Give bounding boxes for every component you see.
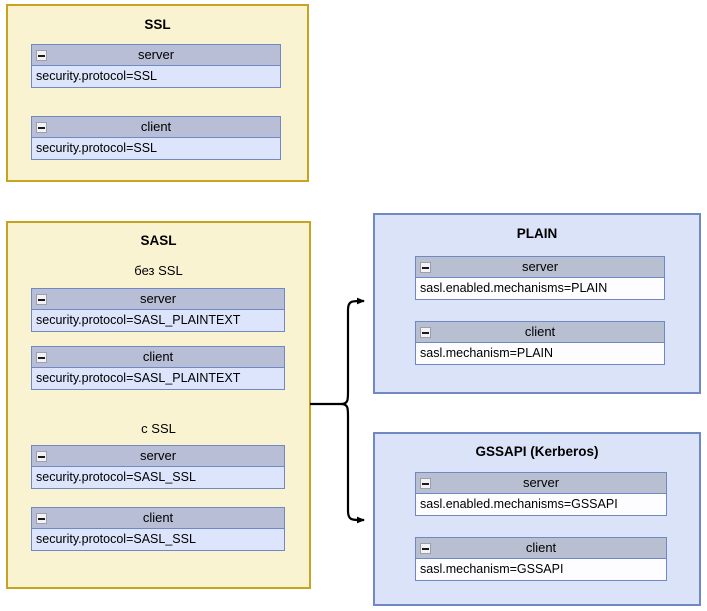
panel-ssl-server-body: security.protocol=SSL [31,66,281,88]
panel-sasl-ssl-server-header-label: server [139,448,177,463]
panel-ssl-server[interactable]: server security.protocol=SSL [31,44,281,88]
panel-plain-client-body: sasl.mechanism=PLAIN [415,343,665,365]
panel-sasl-ssl-server[interactable]: server security.protocol=SASL_SSL [31,445,285,489]
panel-gssapi-server[interactable]: server sasl.enabled.mechanisms=GSSAPI [415,472,667,516]
panel-gssapi-client-header[interactable]: client [415,537,667,559]
panel-ssl-server-header[interactable]: server [31,44,281,66]
panel-plain-client[interactable]: client sasl.mechanism=PLAIN [415,321,665,365]
collapse-minus-icon[interactable] [36,294,47,305]
panel-plain-client-header-label: client [524,324,556,339]
panel-plain-server-header[interactable]: server [415,256,665,278]
panel-ssl-server-header-label: server [137,47,175,62]
collapse-minus-icon[interactable] [36,352,47,363]
panel-ssl-client-header[interactable]: client [31,116,281,138]
collapse-minus-icon[interactable] [36,513,47,524]
connector-sasl-to-gssapi [340,402,365,524]
group-sasl-subtitle-with-ssl: с SSL [141,421,176,436]
group-sasl-title: SASL [140,233,177,248]
panel-ssl-client-header-label: client [140,119,172,134]
panel-plain-server-body: sasl.enabled.mechanisms=PLAIN [415,278,665,300]
panel-sasl-nossl-client-header[interactable]: client [31,346,285,368]
group-plain: PLAIN server sasl.enabled.mechanisms=PLA… [373,213,701,394]
panel-sasl-nossl-client-header-label: client [142,349,174,364]
panel-gssapi-client-header-label: client [525,540,557,555]
collapse-minus-icon[interactable] [36,50,47,61]
panel-gssapi-server-header[interactable]: server [415,472,667,494]
group-sasl-subtitle-without-ssl: без SSL [134,263,183,278]
connector-sasl-to-plain [340,297,365,406]
panel-gssapi-server-header-label: server [522,475,560,490]
collapse-minus-icon[interactable] [420,543,431,554]
panel-sasl-ssl-client[interactable]: client security.protocol=SASL_SSL [31,507,285,551]
panel-ssl-client-body: security.protocol=SSL [31,138,281,160]
panel-sasl-nossl-server[interactable]: server security.protocol=SASL_PLAINTEXT [31,288,285,332]
panel-sasl-ssl-server-header[interactable]: server [31,445,285,467]
panel-sasl-nossl-client-body: security.protocol=SASL_PLAINTEXT [31,368,285,390]
panel-plain-server-header-label: server [521,259,559,274]
group-sasl: SASL без SSL server security.protocol=SA… [6,221,311,589]
collapse-minus-icon[interactable] [420,478,431,489]
collapse-minus-icon[interactable] [36,451,47,462]
collapse-minus-icon[interactable] [36,122,47,133]
panel-sasl-nossl-server-header[interactable]: server [31,288,285,310]
panel-sasl-nossl-server-header-label: server [139,291,177,306]
group-ssl-title: SSL [144,17,171,32]
panel-sasl-ssl-client-body: security.protocol=SASL_SSL [31,529,285,551]
panel-ssl-client[interactable]: client security.protocol=SSL [31,116,281,160]
collapse-minus-icon[interactable] [420,327,431,338]
group-gssapi: GSSAPI (Kerberos) server sasl.enabled.me… [373,432,701,606]
panel-plain-server[interactable]: server sasl.enabled.mechanisms=PLAIN [415,256,665,300]
group-ssl: SSL server security.protocol=SSL client … [6,4,309,182]
panel-sasl-nossl-client[interactable]: client security.protocol=SASL_PLAINTEXT [31,346,285,390]
panel-gssapi-client[interactable]: client sasl.mechanism=GSSAPI [415,537,667,581]
panel-sasl-nossl-server-body: security.protocol=SASL_PLAINTEXT [31,310,285,332]
panel-gssapi-client-body: sasl.mechanism=GSSAPI [415,559,667,581]
group-plain-title: PLAIN [516,226,558,241]
panel-sasl-ssl-server-body: security.protocol=SASL_SSL [31,467,285,489]
panel-gssapi-server-body: sasl.enabled.mechanisms=GSSAPI [415,494,667,516]
panel-plain-client-header[interactable]: client [415,321,665,343]
panel-sasl-ssl-client-header[interactable]: client [31,507,285,529]
group-gssapi-title: GSSAPI (Kerberos) [475,444,599,459]
collapse-minus-icon[interactable] [420,262,431,273]
panel-sasl-ssl-client-header-label: client [142,510,174,525]
